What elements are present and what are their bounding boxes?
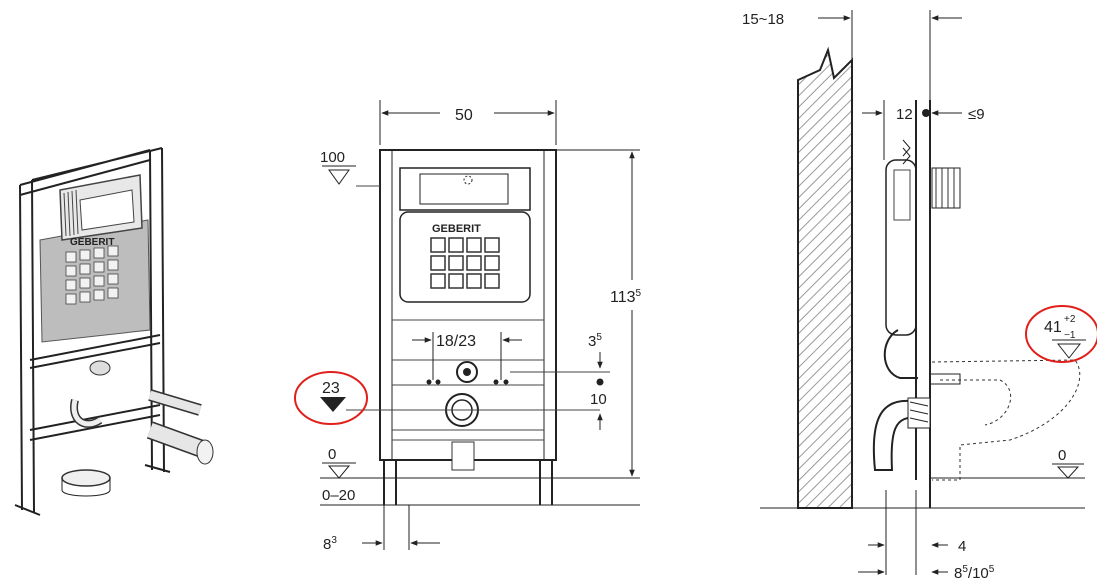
highlight-circle-41 [1025, 305, 1097, 363]
foot-label: 83 [323, 535, 337, 553]
frame-3d-illustration: GEBERIT [14, 147, 214, 516]
height-label: 1135 [610, 288, 642, 306]
level-23-label: 23 [322, 380, 340, 397]
spacing-label: 18/23 [436, 333, 476, 350]
seat-tol-plus: +2 [1064, 314, 1076, 325]
front-brand-logo: GEBERIT [432, 223, 481, 235]
gap-12-label: 12 [896, 106, 913, 123]
level-0-label: 0 [328, 446, 336, 463]
seat-tol-minus: −1 [1064, 330, 1076, 341]
side-section: 15~18 12 ≤9 41 +2 −1 0 4 85/105 [742, 10, 1097, 581]
bottom-depth-label: 85/105 [954, 564, 995, 581]
level-100-label: 100 [320, 149, 345, 166]
panel-brand-logo: GEBERIT [70, 237, 114, 248]
offset-top-label: 35 [588, 332, 602, 350]
front-elevation: GEBERIT 50 1135 [294, 100, 642, 553]
offset-bottom-label: 10 [590, 391, 607, 408]
side-level-0-label: 0 [1058, 447, 1066, 464]
wall-range-label: 15~18 [742, 11, 784, 28]
gap-max-label: ≤9 [968, 106, 985, 123]
bottom-4-label: 4 [958, 538, 966, 555]
width-label: 50 [455, 107, 473, 124]
seat-height-label: 41 [1044, 319, 1062, 336]
adjust-range-label: 0–20 [322, 487, 355, 504]
highlight-circle-23 [294, 371, 368, 425]
